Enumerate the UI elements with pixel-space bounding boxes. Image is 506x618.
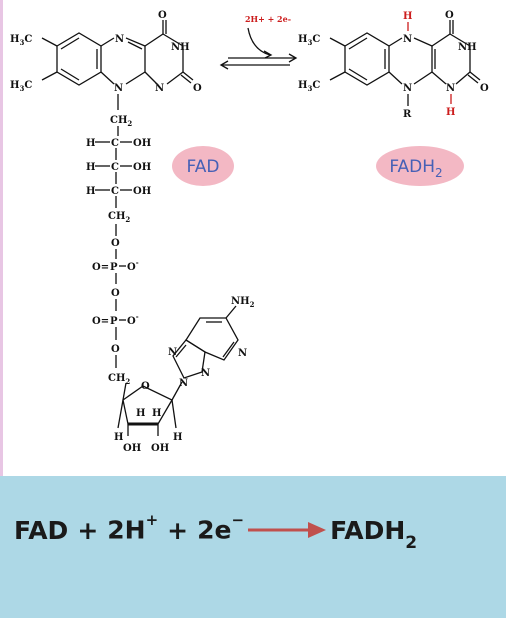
- fad-phosphate-1-p: P: [110, 262, 118, 273]
- reaction-equation: FAD + 2H+ + 2e− FADH2: [14, 500, 417, 560]
- equation-arrow-icon: [248, 522, 327, 538]
- fadh2-label-text: FADH2: [389, 157, 442, 180]
- fad-pyrazine-ring: [100, 37, 146, 85]
- fad-pyrimidine-ring: [144, 20, 194, 85]
- adenine-n3: N: [201, 368, 210, 379]
- fad-chain-oh-3: OH: [133, 186, 151, 197]
- fad-structure: O NH O N N N H3C H3C CH2 H C OH H: [10, 10, 255, 454]
- fad-chain-c-1: C: [111, 138, 119, 149]
- fad-ribose-h-3: H: [136, 408, 145, 419]
- fad-n-bottom: N: [155, 83, 164, 94]
- adenine-nh2: NH2: [231, 296, 255, 309]
- fadh2-structure: O NH O N N N H H R H3C H3C: [298, 10, 489, 120]
- fadh2-h-bottom: H: [446, 107, 455, 118]
- fadh2-n10: N: [403, 83, 412, 94]
- fad-phosphate-2-ominus: O-: [127, 312, 139, 327]
- equation-plus-2: +: [167, 515, 189, 545]
- adenine-n9: N: [179, 378, 188, 389]
- fadh2-n5: N: [403, 34, 412, 45]
- fad-ribose-h-2: H: [173, 432, 182, 443]
- fadh2-methyl-bottom: H3C: [298, 80, 320, 93]
- fad-ribose-oh-1: OH: [123, 443, 141, 454]
- fad-benzene-ring: [56, 32, 102, 86]
- fad-chain-c-2: C: [111, 162, 119, 173]
- fad-ch2-1: CH2: [110, 115, 132, 128]
- fadh2-h-top: H: [403, 11, 412, 22]
- fadh2-methyl-top: H3C: [298, 34, 320, 47]
- fad-n10: N: [114, 83, 123, 94]
- fadh2-oxygen-right: O: [480, 83, 489, 94]
- left-border: [0, 0, 3, 618]
- adenine-n1: N: [238, 348, 247, 359]
- fad-chain-h-1: H: [86, 138, 95, 149]
- fad-chain-oh-1: OH: [133, 138, 151, 149]
- fad-oxygen-top: O: [158, 10, 167, 21]
- reaction-reagents: 2H+ + 2e-: [245, 14, 291, 24]
- fad-ribose-h-4: H: [152, 408, 161, 419]
- fadh2-nh: NH: [458, 42, 477, 53]
- fadh2-oxygen-top: O: [445, 10, 454, 21]
- fad-n-top: N: [115, 34, 124, 45]
- equation-protons: 2H+: [107, 511, 159, 545]
- fadh2-r-group: R: [403, 109, 412, 120]
- fad-methyl-bottom: H3C: [10, 80, 32, 93]
- equation-panel: FAD + 2H+ + 2e− FADH2: [0, 476, 506, 618]
- fad-diphosphate: O= P O- O O= P O- O: [92, 258, 139, 368]
- fad-chain-o-2: O: [111, 344, 120, 355]
- equation-reactant: FAD: [14, 515, 69, 545]
- equation-plus-1: +: [77, 515, 99, 545]
- fad-ribose-oxygen: O: [141, 381, 150, 392]
- fad-nh: NH: [171, 42, 190, 53]
- fad-phosphate-2-o: O=: [92, 316, 109, 327]
- fad-ch2-2: CH2: [108, 211, 130, 224]
- fad-ribose-h-1: H: [114, 432, 123, 443]
- fad-ribityl-chain: CH2 H C OH H C OH H C OH C: [86, 94, 151, 259]
- fad-adenine: N N N N NH2: [168, 296, 255, 389]
- fadh2-label: FADH2: [376, 146, 464, 186]
- fad-bridge-oxygen: O: [111, 288, 120, 299]
- fad-chain-h-3: H: [86, 186, 95, 197]
- fad-ribose: CH2 O H H H H OH OH: [108, 373, 183, 454]
- fadh2-n1: N: [446, 83, 455, 94]
- chemical-structures: O NH O N N N H3C H3C CH2 H C OH H: [10, 10, 489, 454]
- fad-label: FAD: [172, 146, 234, 186]
- fad-chain-h-2: H: [86, 162, 95, 173]
- equation-electrons: 2e−: [197, 511, 245, 545]
- fad-phosphate-1-ominus: O-: [127, 258, 139, 273]
- fad-label-text: FAD: [187, 157, 220, 177]
- equation-product: FADH2: [330, 515, 418, 553]
- fad-chain-oh-2: OH: [133, 162, 151, 173]
- fad-methyl-top: H3C: [10, 34, 32, 47]
- reaction-arrows: 2H+ + 2e-: [219, 14, 298, 70]
- fad-ribose-ch2: CH2: [108, 373, 130, 386]
- fad-phosphate-1-o: O=: [92, 262, 109, 273]
- fad-phosphate-2-p: P: [110, 316, 118, 327]
- adenine-n7: N: [168, 347, 177, 358]
- fad-chain-c-3: C: [111, 186, 119, 197]
- fad-oxygen-right: O: [193, 83, 202, 94]
- fad-chain-o-1: O: [111, 238, 120, 249]
- fad-ribose-oh-2: OH: [151, 443, 169, 454]
